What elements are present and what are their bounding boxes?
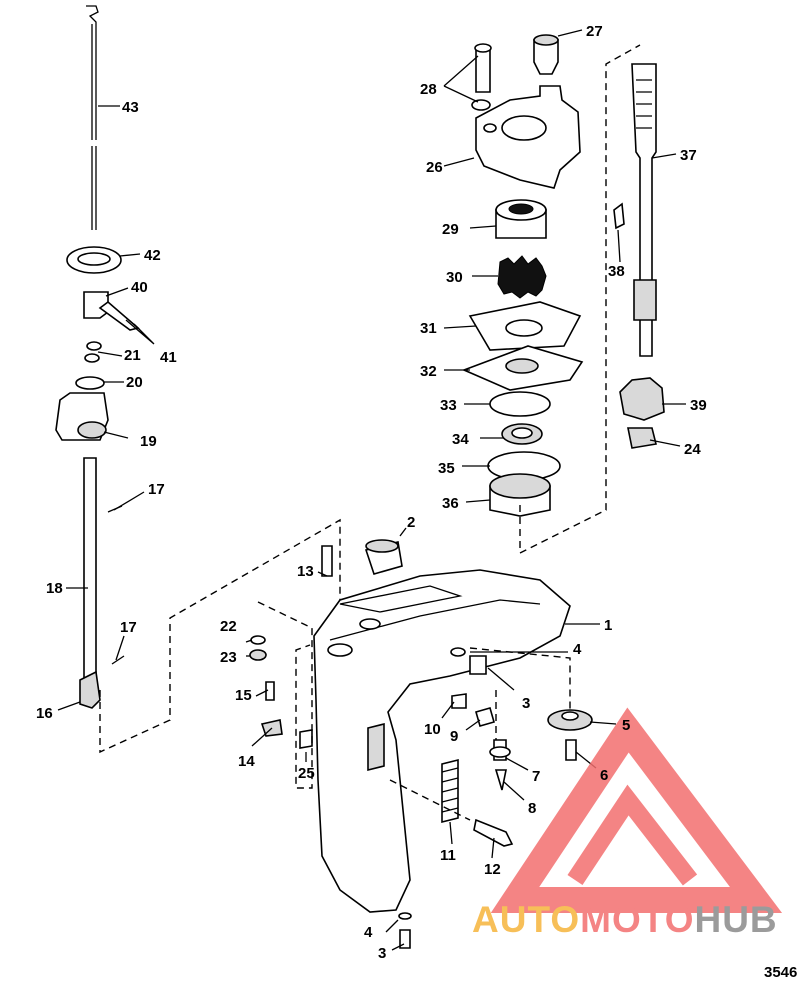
- pin-13: [321, 545, 333, 577]
- callout: 40: [131, 279, 148, 296]
- callout: 28: [420, 81, 437, 98]
- insert-29: [495, 199, 547, 239]
- callout: 25: [298, 765, 315, 782]
- grommet-27: [533, 34, 559, 75]
- link-8: [494, 769, 507, 791]
- watermark-text: AUTOMOTOHUB: [472, 899, 778, 940]
- screw-28: [471, 43, 492, 111]
- carrier-36: [489, 473, 551, 517]
- screw-3-right: [469, 655, 487, 675]
- driveshaft-37: [631, 63, 657, 357]
- callout: 42: [144, 247, 161, 264]
- callout: 34: [452, 431, 469, 448]
- callout: 41: [160, 349, 177, 366]
- pump-housing-26: [475, 85, 581, 189]
- callout: 5: [622, 717, 630, 734]
- callout: 8: [528, 800, 536, 817]
- callout: 12: [484, 861, 501, 878]
- callout: 11: [440, 847, 456, 864]
- callout: 3: [522, 695, 530, 712]
- callout: 10: [424, 721, 441, 738]
- callout: 33: [440, 397, 457, 414]
- small-parts-left: [249, 635, 313, 749]
- callout: 13: [297, 563, 314, 580]
- callout: 43: [122, 99, 139, 116]
- callout: 39: [690, 397, 707, 414]
- automotohub-logo: AUTOMOTOHUB: [472, 707, 783, 940]
- nut-10: [451, 693, 467, 709]
- callout: 16: [36, 705, 53, 722]
- callout: 37: [680, 147, 697, 164]
- spring-11: [441, 758, 459, 824]
- face-plate-32: [461, 345, 584, 391]
- callout-labels: 1 2 3 3 4 4 5 6 7 8 9 10 11 12 13 14 15 …: [36, 23, 707, 962]
- shift-rod-lower: [83, 457, 123, 679]
- figure-number: 3546: [764, 964, 797, 981]
- o-ring-33: [489, 391, 551, 417]
- shift-coupler: [83, 291, 140, 363]
- cam-16: [79, 670, 101, 709]
- callout: 23: [220, 649, 237, 666]
- callout: 9: [450, 728, 458, 745]
- screw-6: [565, 739, 577, 761]
- callout: 32: [420, 363, 437, 380]
- shift-alignment-line: [99, 518, 341, 754]
- callout: 19: [140, 433, 157, 450]
- washer-5: [547, 709, 593, 731]
- bolt-12: [473, 818, 514, 847]
- grommet: [66, 246, 122, 274]
- callout: 38: [608, 263, 625, 280]
- callout: 27: [586, 23, 603, 40]
- callout: 31: [420, 320, 437, 337]
- o-ring-20: [75, 376, 105, 390]
- callout: 1: [604, 617, 612, 634]
- callout: 29: [442, 221, 459, 238]
- pinion-39: [619, 377, 665, 421]
- bolt-alignment-line: [389, 779, 471, 821]
- callout: 36: [442, 495, 459, 512]
- bracket-alignment-line: [257, 601, 313, 789]
- bushing-19: [55, 392, 109, 441]
- washer-alignment-line: [469, 647, 571, 712]
- callout: 14: [238, 753, 255, 770]
- callout: 20: [126, 374, 143, 391]
- pump-alignment-line: [519, 44, 641, 555]
- bushing-2: [364, 539, 403, 575]
- callout: 7: [532, 768, 540, 785]
- callout: 18: [46, 580, 63, 597]
- callout: 24: [684, 441, 701, 458]
- fitting-9: [475, 707, 495, 727]
- callout: 21: [124, 347, 141, 364]
- callout: 17: [120, 619, 137, 636]
- callout: 26: [426, 159, 443, 176]
- callout: 30: [446, 269, 463, 286]
- watermark-auto: AUTO: [472, 899, 580, 940]
- washer-4-right: [450, 647, 466, 657]
- key-38: [613, 202, 625, 230]
- callout: 4: [364, 924, 373, 941]
- bearing-34: [501, 423, 543, 445]
- impeller-30: [497, 255, 547, 299]
- callout: 22: [220, 618, 237, 635]
- pin-17: [111, 655, 125, 665]
- bolt-3-left: [398, 912, 412, 949]
- watermark-moto: MOTO: [580, 899, 694, 940]
- callout: 15: [235, 687, 252, 704]
- watermark-hub: HUB: [694, 899, 777, 940]
- callout: 17: [148, 481, 165, 498]
- callout: 4: [573, 641, 582, 658]
- gearcase-housing-1: [313, 569, 571, 913]
- lever-7: [489, 739, 511, 761]
- callout: 6: [600, 767, 608, 784]
- nut-24: [627, 427, 657, 449]
- shift-rod-upper: [86, 5, 99, 230]
- gasket-31: [468, 301, 582, 351]
- callout: 2: [407, 514, 415, 531]
- callout: 35: [438, 460, 455, 477]
- callout: 3: [378, 945, 386, 962]
